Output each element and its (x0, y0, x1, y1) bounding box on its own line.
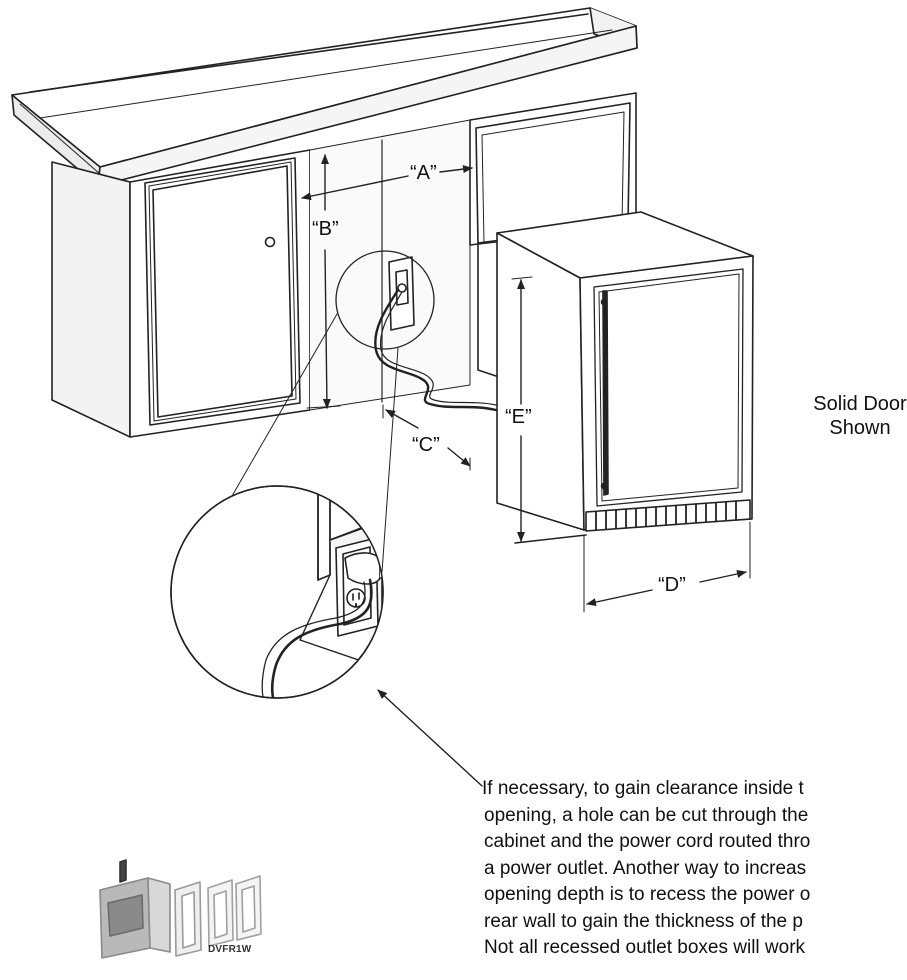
label-b: “B” (312, 218, 339, 240)
knob-icon (264, 236, 276, 248)
countertop (11, 7, 638, 187)
label-c: “C” (412, 434, 440, 456)
caption-line: Not all recessed outlet boxes will work (484, 937, 806, 958)
product-code: DVFR1W (208, 944, 252, 955)
dimension-lines (301, 154, 751, 613)
toe-kick-grille (585, 499, 751, 532)
recessed-box-image (99, 859, 262, 959)
note-line-2: Shown (829, 417, 891, 439)
refrigerator (496, 211, 754, 532)
detail-plug (344, 552, 383, 585)
label-a: “A” (410, 162, 437, 184)
right-cabinet (309, 92, 637, 411)
label-e: “E” (505, 406, 532, 428)
label-d: “D” (658, 574, 686, 596)
leader-arrow (377, 689, 483, 787)
caption-line: If necessary, to gain clearance inside t (482, 778, 804, 799)
detail-cord (261, 578, 373, 698)
note-line-1: Solid Door (813, 393, 907, 415)
door-handle (602, 290, 609, 496)
magnify-small-circle (335, 250, 435, 350)
detail-circle (170, 485, 384, 699)
left-cabinet (51, 149, 311, 438)
caption-line: cabinet and the power cord routed thro (484, 831, 811, 852)
caption-line: opening depth is to recess the power o (484, 884, 811, 905)
floor-line (514, 534, 587, 544)
solid-door-note: Solid Door Shown (805, 392, 907, 440)
caption-line: opening, a hole can be cut through the (484, 804, 809, 826)
magnify-line-right (381, 347, 399, 573)
caption-line: rear wall to gain the thickness of the p (484, 910, 803, 932)
power-cord (374, 288, 498, 412)
clearance-caption: If necessary, to gain clearance inside t… (482, 776, 907, 962)
caption-line: a power outlet. Another way to increas (484, 857, 807, 879)
